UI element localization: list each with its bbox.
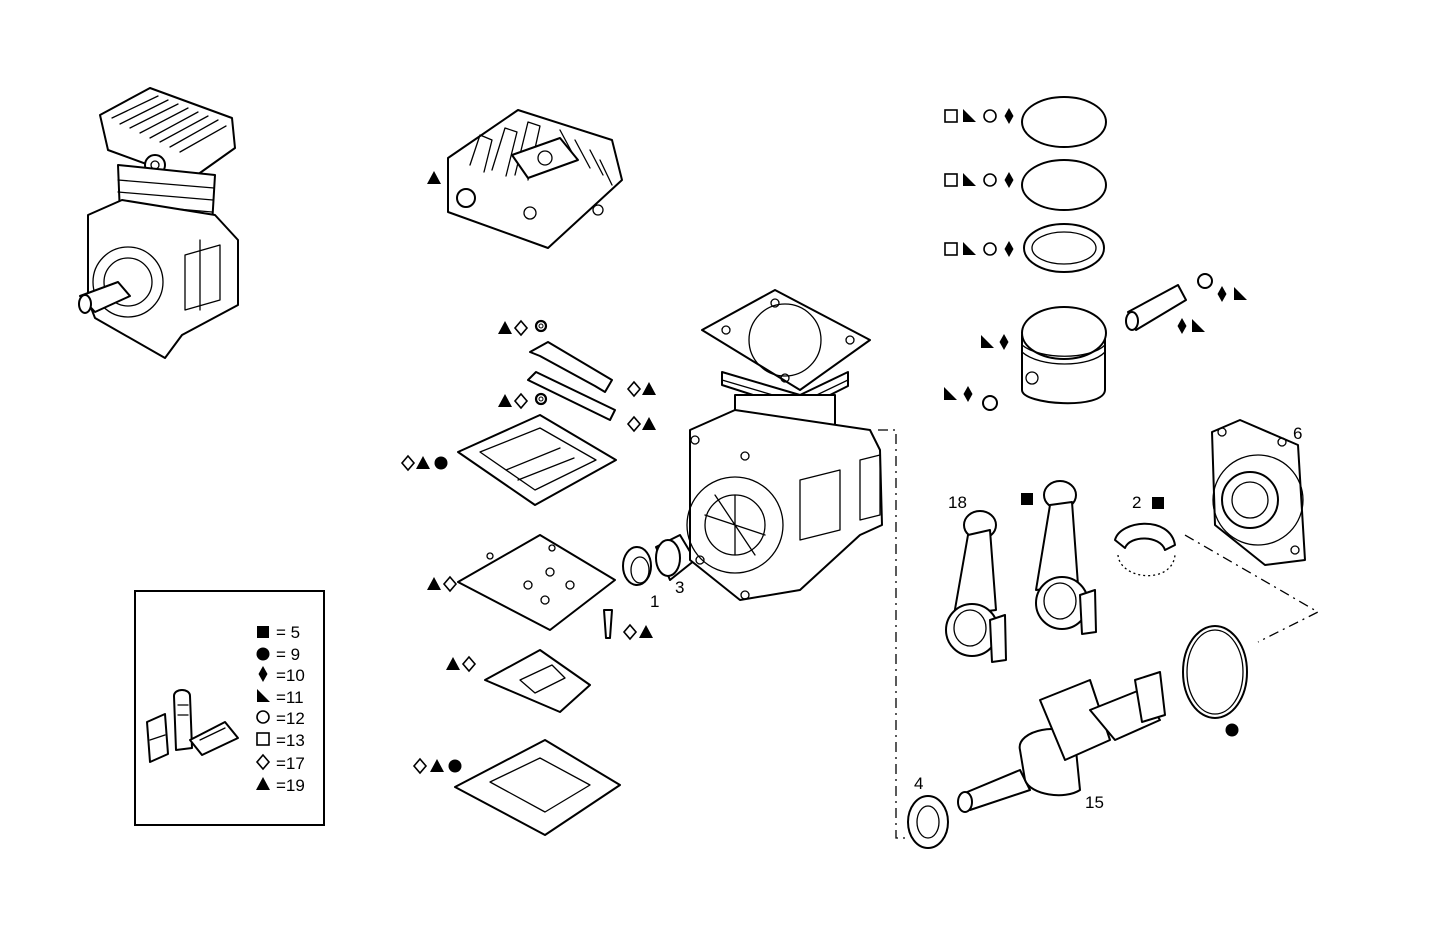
part-label-1: 1 [650,592,659,611]
part-label-2: 2 [1132,493,1141,512]
reed-valve-upper [498,319,613,393]
assembly-lines [878,429,1320,839]
bearing-cover-6: 6 [1211,419,1306,566]
connecting-rod-18: 18 [945,493,1007,663]
piston-ring-oil [944,223,1105,273]
part-label-18: 18 [948,493,967,512]
legend-entry-17: =17 [276,754,305,773]
crankshaft-15: 15 [957,671,1166,813]
intermediate-plate [446,649,591,713]
part-label-15: 15 [1085,793,1104,812]
part-label-3: 3 [675,578,684,597]
legend-entry-13: =13 [276,731,305,750]
part-label-6: 6 [1293,424,1302,443]
legend-entry-19: =19 [276,776,305,795]
circlip-right [1197,273,1247,302]
legend-entry-5: = 5 [276,623,300,642]
legend-entry-12: =12 [276,709,305,728]
cylinder-base-gasket [413,739,621,836]
part-label-4: 4 [914,774,923,793]
legend-entry-9: = 9 [276,645,300,664]
repair-kit-icon [146,689,239,763]
o-ring [1182,625,1248,737]
crankcase [686,289,883,601]
reed-valve-lower [498,371,656,432]
circlip-left [944,386,998,411]
connecting-rod [1021,480,1097,635]
assembled-compressor [78,87,239,359]
piston-ring-top [944,96,1107,148]
bearing-shell-2: 2 [1114,493,1176,577]
legend-entry-11: =11 [276,688,304,707]
valve-plate [427,534,653,640]
legend-entry-10: =10 [276,666,305,685]
valve-plate-gasket [401,414,617,506]
cylinder-head [427,109,623,249]
piston-ring-middle [944,159,1107,211]
piston-pin [1125,284,1205,334]
piston [981,306,1107,405]
bearing-bush-1: 1 [622,546,659,611]
thrust-washer-4: 4 [907,774,949,849]
legend-box: = 5 = 9 =10 =11 =12 =13 =17 =19 [134,590,325,826]
